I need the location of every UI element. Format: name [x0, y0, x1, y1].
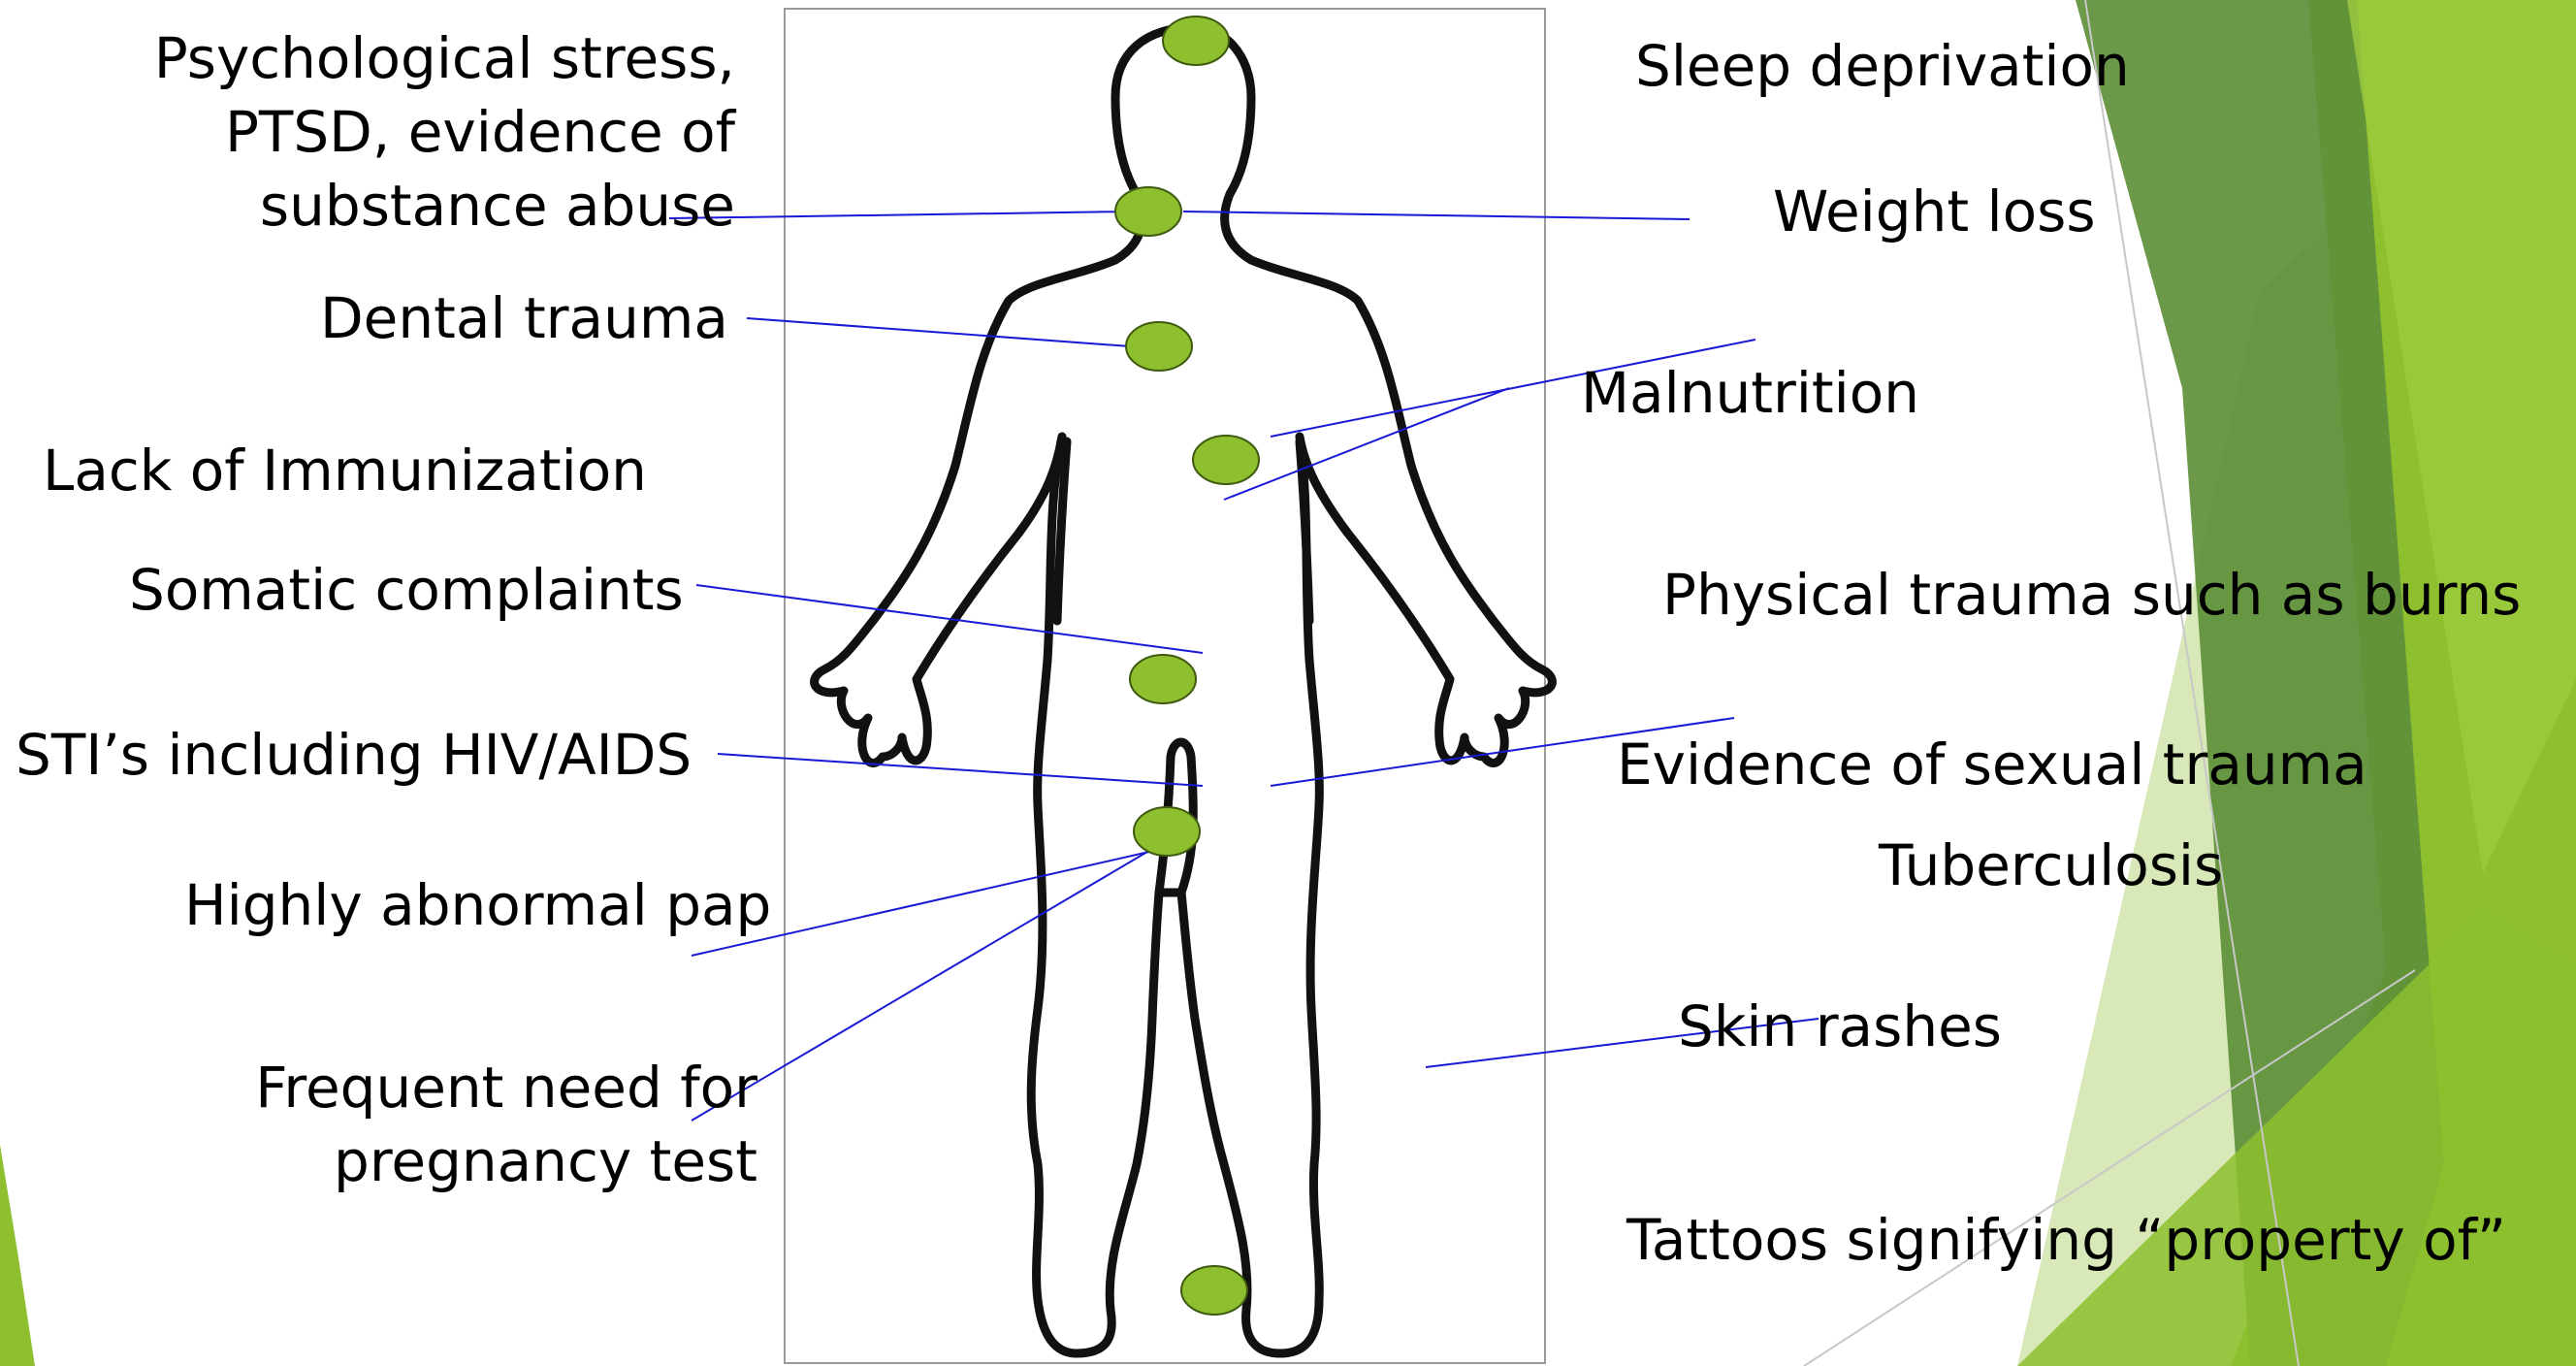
marker-groin [1134, 807, 1200, 856]
label-psychological-stress: Psychological stress, PTSD, evidence of … [154, 21, 735, 243]
connector-psych [669, 211, 1130, 218]
label-pregnancy-test: Frequent need for pregnancy test [255, 1051, 757, 1198]
marker-head [1163, 16, 1229, 65]
label-sexual-trauma: Evidence of sexual trauma [1617, 728, 2367, 801]
connector-dental [747, 318, 1130, 346]
label-weight-loss: Weight loss [1773, 175, 2096, 248]
label-psych-line-2: PTSD, evidence of [154, 95, 735, 169]
label-lack-of-immunization: Lack of Immunization [43, 434, 647, 507]
connector-malnutrition-2 [1224, 388, 1509, 500]
label-preg-line-2: pregnancy test [255, 1124, 757, 1198]
label-skin-rashes: Skin rashes [1678, 990, 2002, 1063]
label-dental-trauma: Dental trauma [320, 281, 728, 355]
connector-sti [718, 754, 1203, 786]
label-abnormal-pap: Highly abnormal pap [184, 868, 771, 942]
marker-pelvis [1130, 655, 1196, 703]
label-malnutrition: Malnutrition [1581, 356, 1919, 430]
label-preg-line-1: Frequent need for [255, 1051, 757, 1124]
connector-lines [669, 211, 1819, 1121]
connector-weight [1183, 211, 1690, 219]
connector-somatic [696, 585, 1203, 653]
marker-neck [1115, 187, 1181, 236]
label-psych-line-1: Psychological stress, [154, 21, 735, 95]
marker-abdomen [1193, 436, 1259, 484]
label-sti: STI’s including HIV/AIDS [16, 718, 692, 792]
label-tattoos: Tattoos signifying “property of” [1626, 1203, 2506, 1277]
label-somatic-complaints: Somatic complaints [129, 553, 684, 627]
label-sleep-deprivation: Sleep deprivation [1635, 29, 2130, 103]
label-physical-trauma: Physical trauma such as burns [1662, 558, 2521, 632]
label-tuberculosis: Tuberculosis [1879, 829, 2223, 902]
marker-chest [1126, 322, 1192, 371]
marker-feet [1181, 1266, 1247, 1315]
label-psych-line-3: substance abuse [154, 169, 735, 243]
